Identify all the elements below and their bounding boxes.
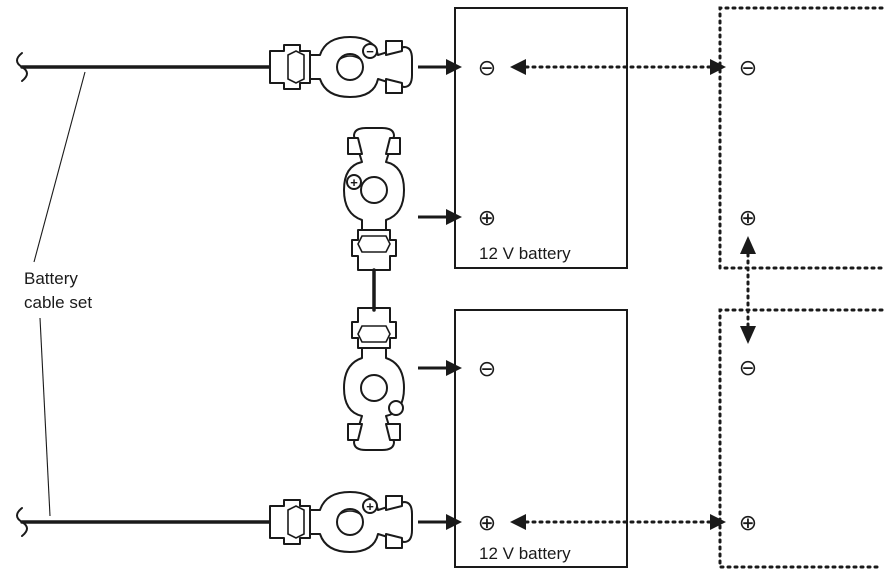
middle-positive-clamp: + — [343, 127, 405, 271]
bottom-negative-terminal: ⊖ — [478, 357, 496, 382]
middle-negative-clamp — [343, 307, 405, 451]
alt-top-positive-terminal: ⊕ — [739, 206, 757, 231]
label-leader-top — [33, 71, 86, 263]
arrow-to-bottom-positive — [418, 514, 462, 530]
top-negative-clamp: − — [269, 36, 413, 98]
alt-top-negative-terminal: ⊖ — [739, 56, 757, 81]
battery-top-label: 12 V battery — [479, 244, 571, 263]
alt-battery-bottom-outline — [718, 308, 884, 569]
dotted-arrow-negative — [510, 59, 726, 75]
alt-bottom-positive-terminal: ⊕ — [739, 511, 757, 536]
battery-bottom-label: 12 V battery — [479, 544, 571, 563]
top-negative-terminal: ⊖ — [478, 56, 496, 81]
battery-bottom-box — [454, 309, 628, 568]
alt-battery-top-outline — [718, 6, 884, 270]
arrow-to-bottom-negative — [418, 360, 462, 376]
bottom-positive-clamp: + — [269, 491, 413, 553]
dotted-arrow-series-link — [740, 236, 756, 344]
arrow-to-top-positive — [418, 209, 462, 225]
cable-set-label-line1: Battery — [24, 269, 78, 288]
clamp-plus-mark: + — [366, 499, 374, 514]
arrow-to-top-negative — [418, 59, 462, 75]
clamp-minus-mark: − — [366, 44, 374, 59]
bottom-positive-terminal: ⊕ — [478, 511, 496, 536]
cable-set-label-line2: cable set — [24, 293, 92, 312]
alt-bottom-negative-terminal: ⊖ — [739, 356, 757, 381]
dotted-arrow-positive — [510, 514, 726, 530]
label-leader-bottom — [39, 317, 51, 517]
clamp-plus-mark: + — [350, 175, 358, 190]
top-positive-terminal: ⊕ — [478, 206, 496, 231]
battery-top-box — [454, 7, 628, 269]
